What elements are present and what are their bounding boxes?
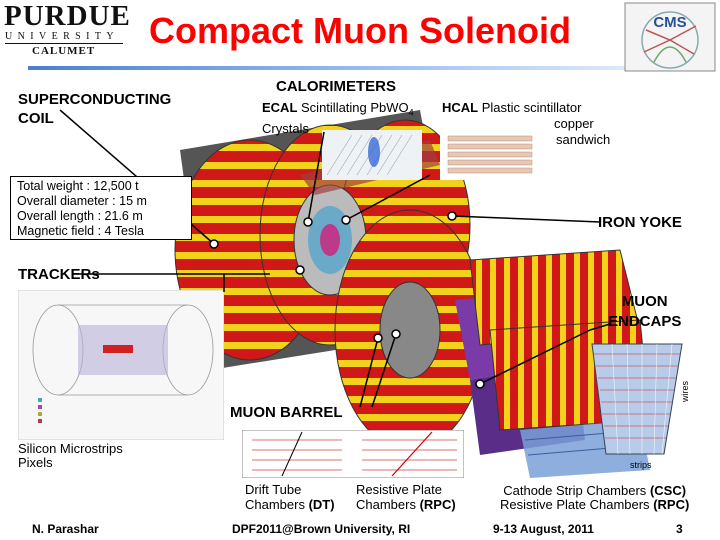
specs-info-box: Total weight : 12,500 t Overall diameter… xyxy=(10,176,192,240)
footer-page-number: 3 xyxy=(676,522,683,536)
purdue-logo-name: PURDUE xyxy=(4,0,131,32)
coil-pointer-dot xyxy=(209,239,219,249)
spec-weight: Total weight : 12,500 t xyxy=(17,179,139,193)
muon-endcaps-label: MUON ENDCAPS xyxy=(608,293,682,330)
muon-barrel-label: MUON BARREL xyxy=(230,404,343,421)
spec-length: Overall length : 21.6 m xyxy=(17,209,143,223)
footer-author: N. Parashar xyxy=(32,522,99,536)
silicon-label: Silicon Microstrips Pixels xyxy=(18,441,123,470)
hcal-label: HCAL Plastic scintillator copper sandwic… xyxy=(442,100,611,147)
hcal-pointer-dot xyxy=(341,215,351,225)
iron-yoke-pointer-dot xyxy=(447,211,457,221)
drift-tube-label: Drift Tube Chambers (DT) xyxy=(245,482,335,512)
spec-field: Magnetic field : 4 Tesla xyxy=(17,224,144,238)
spec-diameter: Overall diameter : 15 m xyxy=(17,194,147,208)
purdue-logo-university: UNIVERSITY xyxy=(5,31,119,42)
hcal-inset-image xyxy=(440,130,540,180)
trackers-label: TRACKERs xyxy=(18,266,100,283)
title-underline xyxy=(28,66,668,70)
cms-logo-icon: CMS xyxy=(624,2,716,72)
strips-label: strips xyxy=(630,460,652,470)
calorimeters-label: CALORIMETERS xyxy=(276,78,396,95)
purdue-logo-rule xyxy=(5,43,123,44)
slide-title: Compact Muon Solenoid xyxy=(149,10,571,51)
rpc-barrel-label: Resistive Plate Chambers (RPC) xyxy=(356,482,456,512)
iron-yoke-label: IRON YOKE xyxy=(598,214,682,231)
footer-conference: DPF2011@Brown University, RI xyxy=(232,522,411,536)
muon-barrel-inset-image xyxy=(242,430,464,478)
tracker-inset-image xyxy=(18,290,224,440)
ecal-inset-image xyxy=(322,130,422,180)
purdue-logo-campus: CALUMET xyxy=(32,45,96,57)
barrel-pointer-dot-2 xyxy=(391,329,401,339)
endcap-pointer-dot xyxy=(475,379,485,389)
superconducting-coil-label: SUPERCONDUCTING COIL xyxy=(18,91,172,127)
barrel-pointer-dot-1 xyxy=(373,333,383,343)
tracker-pointer-dot xyxy=(295,265,305,275)
footer-date: 9-13 August, 2011 xyxy=(493,522,594,536)
csc-rpc-endcap-label: Cathode Strip Chambers (CSC) Resistive P… xyxy=(500,483,690,512)
ecal-pointer-dot xyxy=(303,217,313,227)
ecal-label: ECAL Scintillating PbWO4 Crystals xyxy=(262,100,414,136)
csc-inset-image: strips wires xyxy=(591,343,690,470)
wires-label: wires xyxy=(680,380,690,403)
cms-logo-text: CMS xyxy=(653,14,686,31)
